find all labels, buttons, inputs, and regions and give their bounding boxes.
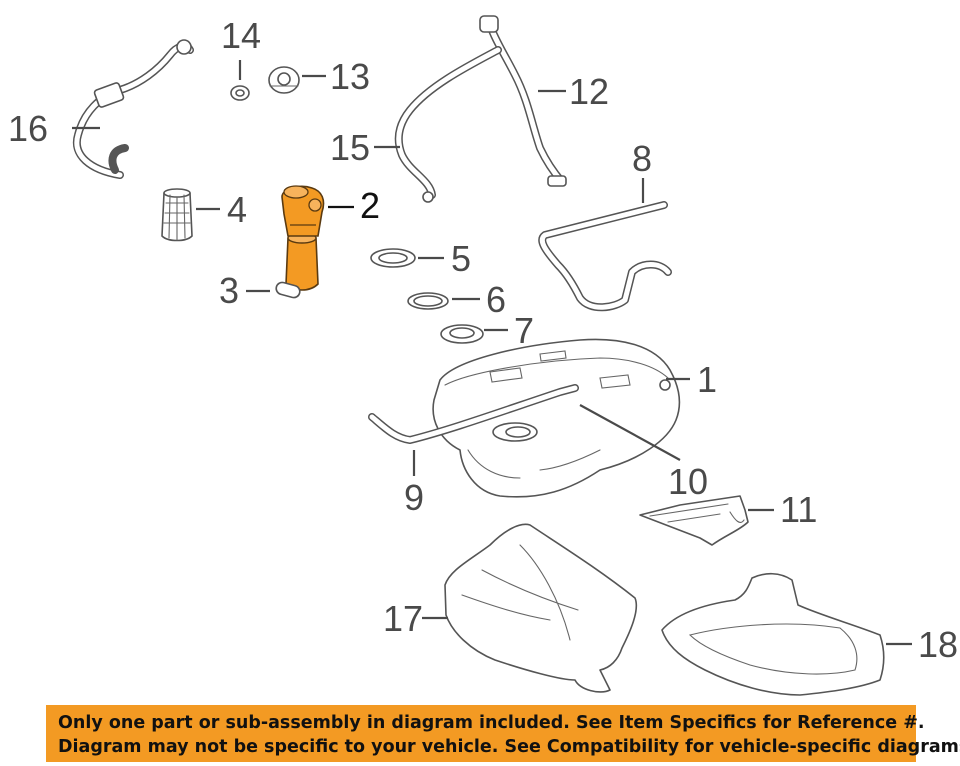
part-18-shield (661, 572, 885, 696)
part-1-fuel-tank (432, 338, 681, 498)
part-12-vent-hose (479, 15, 567, 187)
part-15-vapor-line (394, 46, 502, 203)
part-14-grommet (230, 85, 250, 101)
disclaimer-line-2: Diagram may not be specific to your vehi… (58, 737, 960, 757)
callout-4: 4 (227, 189, 247, 230)
callout-6: 6 (486, 279, 506, 320)
leader-10 (579, 404, 681, 461)
callout-1: 1 (697, 359, 717, 400)
callout-16: 16 (8, 108, 48, 149)
callout-5: 5 (451, 238, 471, 279)
callout-18: 18 (918, 624, 958, 665)
part-3-hose (275, 281, 301, 299)
callout-14: 14 (221, 15, 261, 56)
part-17-shield (444, 523, 638, 693)
callout-13: 13 (330, 56, 370, 97)
part-4-strainer (161, 188, 193, 242)
part-6-o-ring (407, 292, 449, 310)
part-8-strap (538, 201, 672, 312)
part-9-line (368, 384, 579, 444)
part-13-cap (268, 66, 300, 94)
callout-2: 2 (360, 185, 380, 226)
callout-10: 10 (668, 461, 708, 502)
callout-8: 8 (632, 138, 652, 179)
leader-lines (72, 60, 912, 646)
callout-9: 9 (404, 477, 424, 518)
part-5-seal (370, 248, 416, 268)
disclaimer-line-1: Only one part or sub-assembly in diagram… (58, 713, 925, 733)
callout-11: 11 (780, 489, 817, 530)
callout-17: 17 (383, 598, 423, 639)
disclaimer-banner: Only one part or sub-assembly in diagram… (46, 705, 960, 762)
callout-12: 12 (569, 71, 609, 112)
callout-15: 15 (330, 127, 370, 168)
part-11-bracket (639, 495, 749, 546)
callout-3: 3 (219, 270, 239, 311)
callout-7: 7 (514, 310, 534, 351)
part-2-fuel-pump (281, 185, 325, 291)
part-16-filler-hose (72, 39, 194, 179)
part-7-lock-ring (440, 324, 484, 344)
callout-labels: 16 14 13 12 15 4 2 3 5 6 7 8 1 9 10 11 1… (8, 15, 958, 665)
